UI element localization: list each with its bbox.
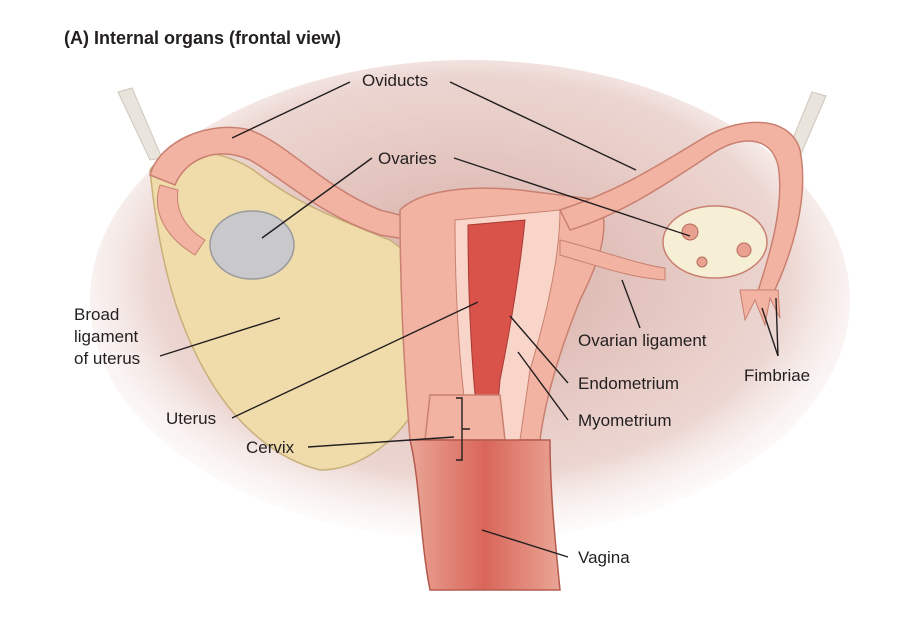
leader-oviducts-left [231, 81, 351, 139]
label-myometrium: Myometrium [578, 411, 672, 430]
ovary-follicle [681, 223, 699, 241]
ovarian-ligament-shape [559, 239, 666, 281]
right-ovary-shape [662, 205, 768, 279]
leader-ovaries-left [261, 157, 373, 239]
label-fimbriae: Fimbriae [744, 366, 811, 385]
label-broad-ligament-line2: ligament [74, 327, 139, 346]
leader-oviducts-right [449, 81, 637, 171]
label-endometrium: Endometrium [578, 374, 680, 393]
label-ovarian-ligament: Ovarian ligament [578, 331, 707, 350]
leader-cervix [307, 436, 455, 448]
left-suspensory-ligament [117, 87, 163, 161]
right-fimbriae-shape [739, 289, 781, 327]
left-fimbriae-shape [156, 184, 206, 256]
figure-title: (A) Internal organs (frontal view) [64, 28, 342, 48]
label-broad-ligament-line3: of uterus [74, 349, 141, 368]
leader-ovaries-right [453, 157, 691, 237]
ovary-follicle [696, 256, 708, 268]
left-ovary-shape [209, 210, 295, 280]
leader-broad-ligament [159, 317, 281, 357]
leader-endometrium [509, 315, 569, 384]
leader-myometrium [517, 351, 569, 421]
label-ovaries: Ovaries [378, 149, 437, 168]
cervix-bracket [456, 397, 470, 461]
leader-lines [159, 81, 779, 558]
leader-uterus [231, 301, 479, 419]
leader-ovarian-ligament [621, 279, 641, 329]
label-cervix: Cervix [246, 438, 295, 457]
label-broad-ligament-line1: Broad [74, 305, 120, 324]
cervix-shape [424, 394, 506, 441]
leader-fimbriae-2 [775, 297, 779, 357]
label-vagina: Vagina [578, 548, 630, 567]
leader-vagina [481, 529, 569, 558]
label-uterus: Uterus [166, 409, 217, 428]
leader-fimbriae-1 [761, 307, 779, 357]
vagina-shape [409, 439, 561, 591]
ovary-follicle [736, 242, 752, 258]
label-oviducts: Oviducts [362, 71, 429, 90]
